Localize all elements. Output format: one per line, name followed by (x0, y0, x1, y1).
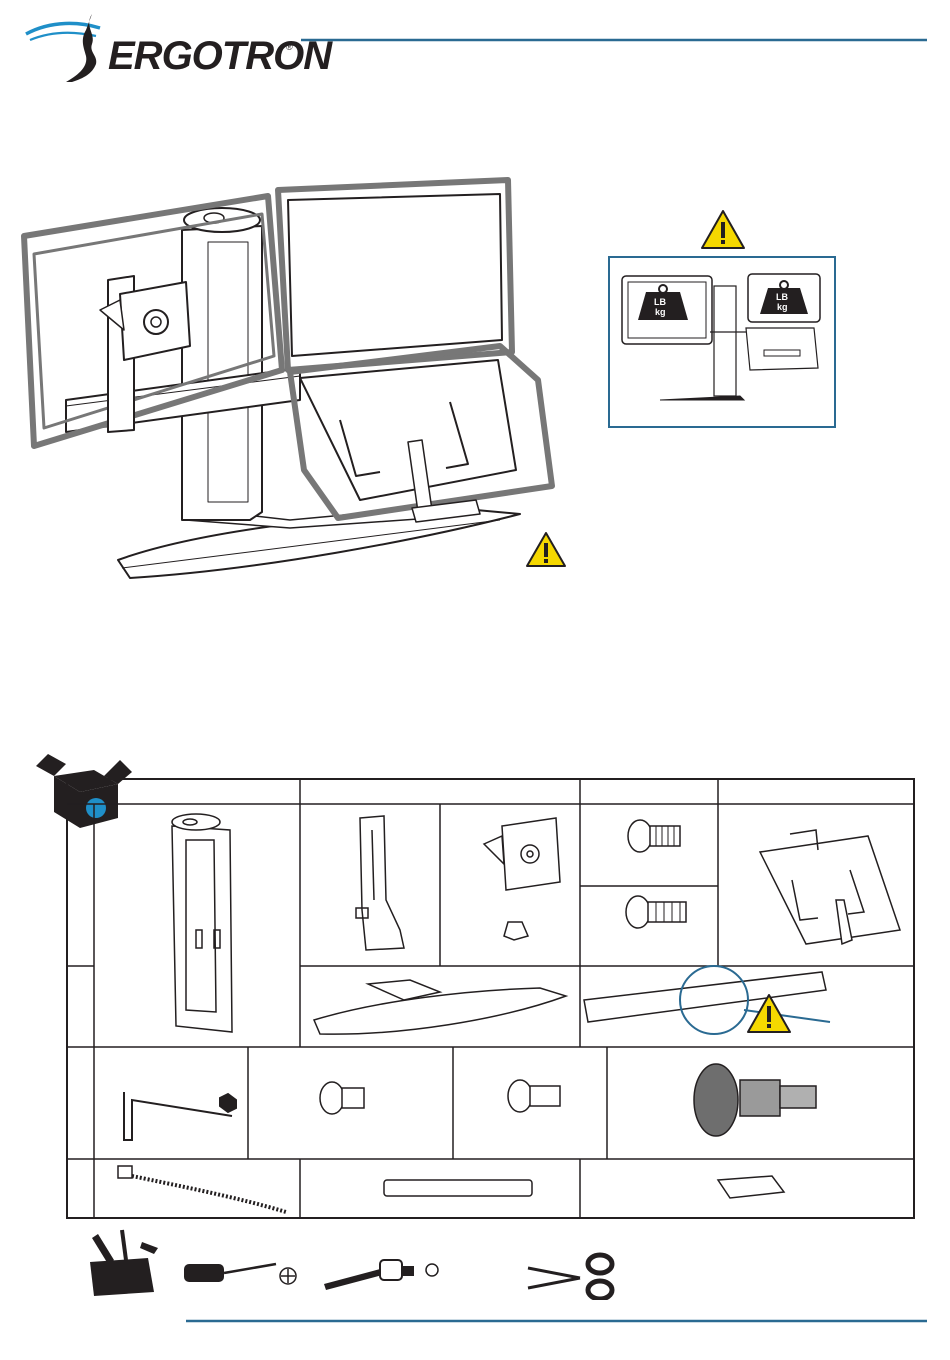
part-column-drawing (172, 814, 232, 1032)
part-pad-drawing (384, 1180, 532, 1196)
parts-grid (0, 0, 950, 1230)
part-vesa-plate-drawing (484, 818, 560, 940)
part-screw-drawing (320, 1080, 560, 1114)
part-knob-drawing (694, 1064, 816, 1136)
scissors-icon (524, 1248, 620, 1300)
part-laptop-tray-drawing (760, 830, 900, 944)
part-foot-pad-drawing (718, 1176, 784, 1198)
part-hex-key-drawing (124, 1092, 236, 1140)
socket-wrench-icon (318, 1250, 444, 1296)
part-cable-tie-drawing (118, 1166, 286, 1212)
phillips-screwdriver-icon (180, 1244, 300, 1296)
warning-triangle-icon (744, 992, 794, 1036)
part-base-drawing (314, 980, 566, 1034)
toolbox-icon (84, 1226, 164, 1298)
part-bracket-drawing (356, 816, 404, 950)
part-screw-drawing (626, 820, 686, 928)
